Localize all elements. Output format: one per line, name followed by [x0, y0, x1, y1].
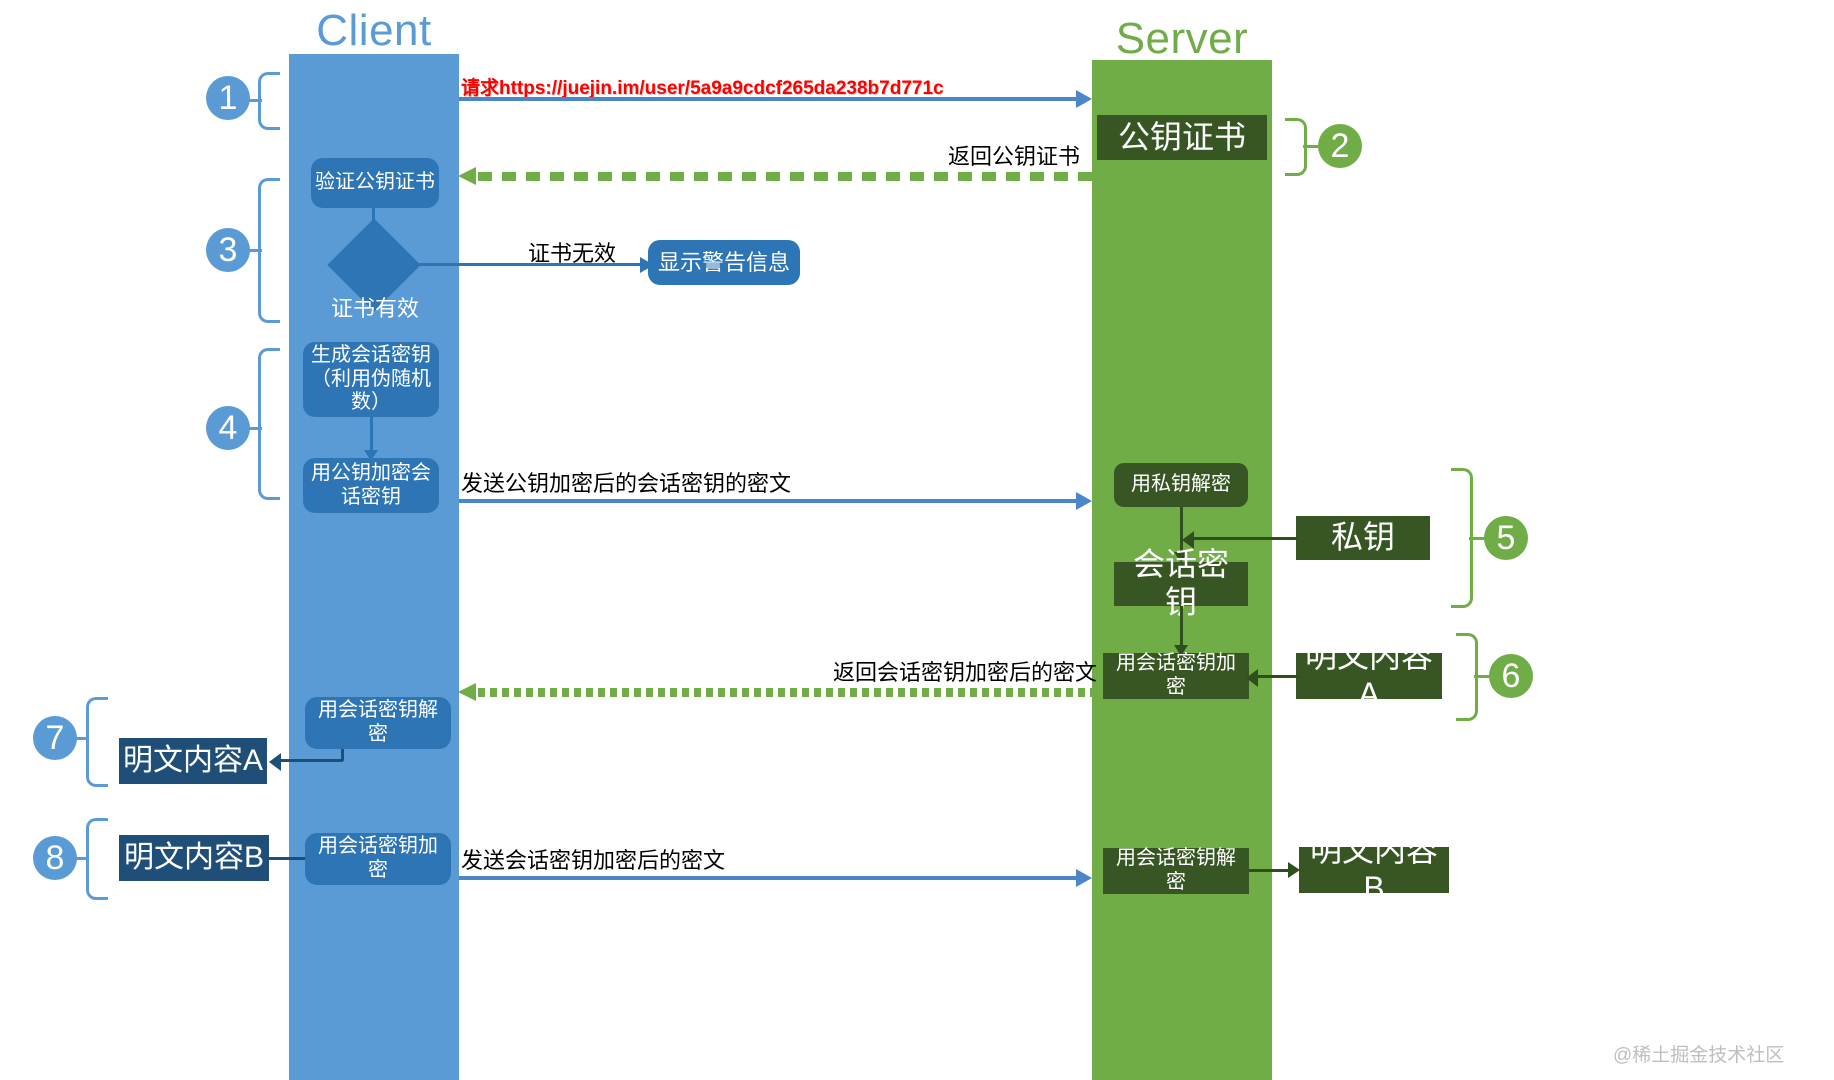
decrypt-to-plaintext-a-arrow-head [269, 753, 281, 771]
decrypt-with-privkey-box: 用私钥解密 [1114, 463, 1248, 507]
private-key-arrow-head [1182, 531, 1194, 549]
step-number-8: 8 [33, 836, 77, 880]
genkey-to-encrypt-arrow-head [364, 450, 378, 461]
session-key-to-encrypt-line [1180, 606, 1183, 653]
private-key-line [1190, 537, 1298, 540]
server-plaintext-a-box: 明文内容A [1296, 638, 1442, 712]
server-encrypt-session-key-box: 用会话密钥加密 [1103, 652, 1249, 699]
server-decrypt-to-plaintext-b-arrow-head [1288, 862, 1300, 878]
encrypt-with-pubkey-box: 用公钥加密会话密钥 [303, 458, 439, 513]
return-cert-dotted-line [478, 172, 1092, 181]
server-session-key-box: 会话密钥 [1114, 546, 1248, 620]
privkey-decrypt-to-session-key-arrow-head [1174, 552, 1188, 563]
client-plaintext-b-box: 明文内容B [119, 835, 269, 881]
watermark: @稀土掘金技术社区 [1613, 1045, 1785, 1066]
step-number-3: 3 [206, 228, 250, 272]
return-session-encrypted-arrow-head [458, 683, 476, 701]
send-session-key-line [459, 499, 1076, 503]
client-decrypt-session-key-box: 用会话密钥解密 [305, 697, 451, 749]
plaintext-a-to-encrypt-arrow-head [1246, 669, 1258, 687]
cert-invalid-line [400, 263, 643, 266]
plaintext-a-to-encrypt-line [1256, 675, 1300, 678]
privkey-decrypt-to-session-key-line [1180, 507, 1183, 560]
server-public-key-cert-box: 公钥证书 [1097, 115, 1267, 160]
step-1-brace-stem [248, 99, 262, 102]
return-cert-arrow-head [458, 167, 476, 185]
client-lane-title: Client [316, 6, 432, 55]
verify-cert-box: 验证公钥证书 [311, 158, 439, 208]
private-key-box: 私钥 [1296, 516, 1430, 560]
genkey-to-encrypt-line [370, 417, 373, 457]
step-7-brace-stem [75, 737, 89, 740]
return-cert-label: 返回公钥证书 [948, 144, 1081, 169]
send-session-encrypted-label: 发送会话密钥加密后的密文 [461, 848, 726, 873]
send-session-key-arrow-head [1076, 492, 1092, 510]
step-8-brace [86, 818, 108, 900]
client-encrypt-session-key-box: 用会话密钥加密 [305, 833, 451, 885]
step-number-1: 1 [206, 76, 250, 120]
server-decrypt-session-key-box: 用会话密钥解密 [1103, 847, 1249, 894]
step-number-7: 7 [33, 716, 77, 760]
cert-invalid-label: 证书无效 [528, 241, 617, 266]
step-5-brace-stem [1469, 537, 1485, 540]
server-decrypt-to-plaintext-b-line [1249, 869, 1293, 872]
send-session-encrypted-line [459, 876, 1076, 880]
request-url-label: 请求https://juejin.im/user/5a9a9cdcf265da2… [461, 78, 944, 99]
cert-valid-label: 证书有效 [330, 296, 419, 322]
step-number-4: 4 [206, 406, 250, 450]
plaintext-b-to-encrypt-line [269, 857, 305, 860]
return-session-encrypted-dotted-line [478, 688, 1092, 697]
client-plaintext-a-box: 明文内容A [119, 738, 267, 784]
decrypt-to-plaintext-a-vline [341, 749, 344, 761]
step-7-brace [86, 697, 108, 787]
return-session-encrypted-label: 返回会话密钥加密后的密文 [833, 660, 1098, 685]
request-arrow-line [459, 97, 1076, 101]
step-4-brace-stem [248, 427, 262, 430]
step-number-5: 5 [1484, 516, 1528, 560]
show-warning-box: 显示警告信息 [648, 240, 800, 285]
step-3-brace-stem [248, 249, 262, 252]
send-session-encrypted-arrow-head [1076, 869, 1092, 887]
send-encrypted-session-key-label: 发送公钥加密后的会话密钥的密文 [461, 471, 792, 496]
session-key-to-encrypt-arrow-head [1174, 645, 1188, 656]
step-8-brace-stem [75, 857, 89, 860]
step-6-brace-stem [1474, 675, 1490, 678]
generate-session-key-box: 生成会话密钥（利用伪随机数） [303, 342, 439, 417]
step-2-brace-stem [1303, 145, 1319, 148]
server-plaintext-b-box: 明文内容B [1299, 832, 1449, 906]
request-arrow-head [1076, 90, 1092, 108]
decrypt-to-plaintext-a-hline [281, 759, 343, 762]
step-number-2: 2 [1318, 124, 1362, 168]
server-lane-title: Server [1115, 14, 1249, 63]
step-4-brace [258, 348, 280, 500]
step-number-6: 6 [1489, 654, 1533, 698]
